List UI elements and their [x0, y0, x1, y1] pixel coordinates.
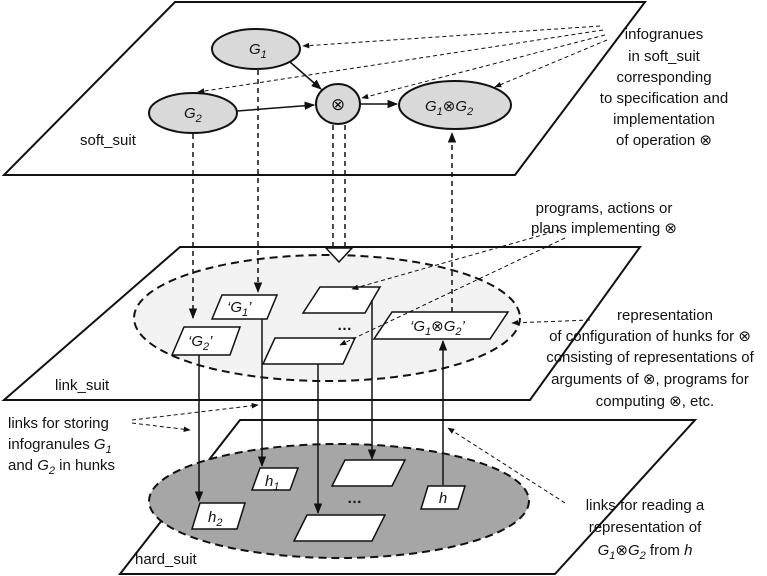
- svg-text:to specification and: to specification and: [600, 90, 728, 107]
- hunk-h2: [190, 502, 247, 530]
- svg-text:corresponding: corresponding: [616, 69, 711, 86]
- link-g1-rep: [210, 294, 279, 320]
- node-g1-label: G1: [249, 41, 267, 61]
- annotation-storing: links for storing infogranules G1 and G2…: [8, 415, 115, 477]
- svg-text:G1⊗G2 from h: G1⊗G2 from h: [598, 542, 693, 562]
- link-result-rep-label: ‘G1⊗G2’: [410, 318, 466, 338]
- reading-pointer: [447, 427, 566, 504]
- edge-g1-op: [289, 61, 322, 90]
- link-ellipsis: …: [337, 317, 352, 334]
- hunk-h-label: h: [439, 490, 447, 507]
- svg-text:links for storing: links for storing: [8, 415, 109, 432]
- link-g2-rep: [170, 326, 242, 356]
- svg-text:of operation ⊗: of operation ⊗: [616, 132, 712, 149]
- hunk-program-1: [330, 459, 407, 487]
- node-g1: [211, 28, 301, 70]
- svg-text:and G2 in hunks: and G2 in hunks: [8, 457, 115, 477]
- representation-pointer: [511, 319, 591, 326]
- svg-text:implementation: implementation: [613, 111, 715, 128]
- node-operation-label: ⊗: [331, 95, 345, 114]
- link-suit-label: link_suit: [55, 377, 110, 394]
- node-g2: [148, 92, 238, 134]
- svg-text:programs, actions or: programs, actions or: [536, 200, 673, 217]
- svg-text:computing ⊗, etc.: computing ⊗, etc.: [596, 393, 714, 410]
- annotation-programs: programs, actions or plans implementing …: [531, 200, 677, 237]
- link-g2-rep-label: ‘G2’: [188, 333, 213, 353]
- svg-text:arguments of ⊗, programs for: arguments of ⊗, programs for: [551, 371, 749, 388]
- svg-text:infogranues: infogranues: [625, 26, 703, 43]
- svg-text:in soft_suit: in soft_suit: [628, 48, 701, 65]
- node-g2-label: G2: [184, 105, 202, 125]
- annotation-reading: links for reading a representation of G1…: [586, 497, 705, 562]
- edge-op-to-link: [324, 125, 354, 264]
- annotation-infogranules: infogranues in soft_suit corresponding t…: [600, 26, 728, 149]
- svg-text:representation: representation: [617, 307, 713, 324]
- hunk-h: [419, 485, 467, 510]
- svg-text:plans implementing ⊗: plans implementing ⊗: [531, 220, 677, 237]
- svg-text:infogranules G1: infogranules G1: [8, 436, 112, 456]
- node-operation: [315, 83, 361, 125]
- link-g1-rep-label: ‘G1’: [227, 299, 252, 319]
- link-program-2: [261, 337, 357, 365]
- annotation-representation: representation of configuration of hunks…: [546, 307, 754, 410]
- hunk-h1-label: h1: [265, 473, 279, 493]
- svg-text:of configuration of hunks for: of configuration of hunks for ⊗: [549, 328, 751, 345]
- programs-pointers: [339, 229, 566, 346]
- storing-pointers: [131, 402, 259, 433]
- link-result-rep: [372, 311, 510, 340]
- svg-text:representation of: representation of: [589, 519, 702, 536]
- hunk-program-2: [292, 514, 387, 542]
- soft-suit-label: soft_suit: [80, 132, 137, 149]
- hunk-h1: [250, 467, 300, 491]
- link-program-1: [301, 286, 382, 314]
- hunk-h2-label: h2: [208, 509, 222, 529]
- node-result: [398, 80, 512, 130]
- infogranule-pointers: [197, 25, 608, 100]
- node-result-label: G1⊗G2: [425, 98, 473, 118]
- svg-text:consisting of representations: consisting of representations of: [546, 349, 754, 366]
- hard-suit-label: hard_suit: [135, 551, 198, 568]
- hard-region-ellipse: [148, 443, 530, 559]
- svg-text:links for reading a: links for reading a: [586, 497, 705, 514]
- edge-g2-op: [236, 101, 316, 112]
- hunk-ellipsis: …: [347, 490, 362, 507]
